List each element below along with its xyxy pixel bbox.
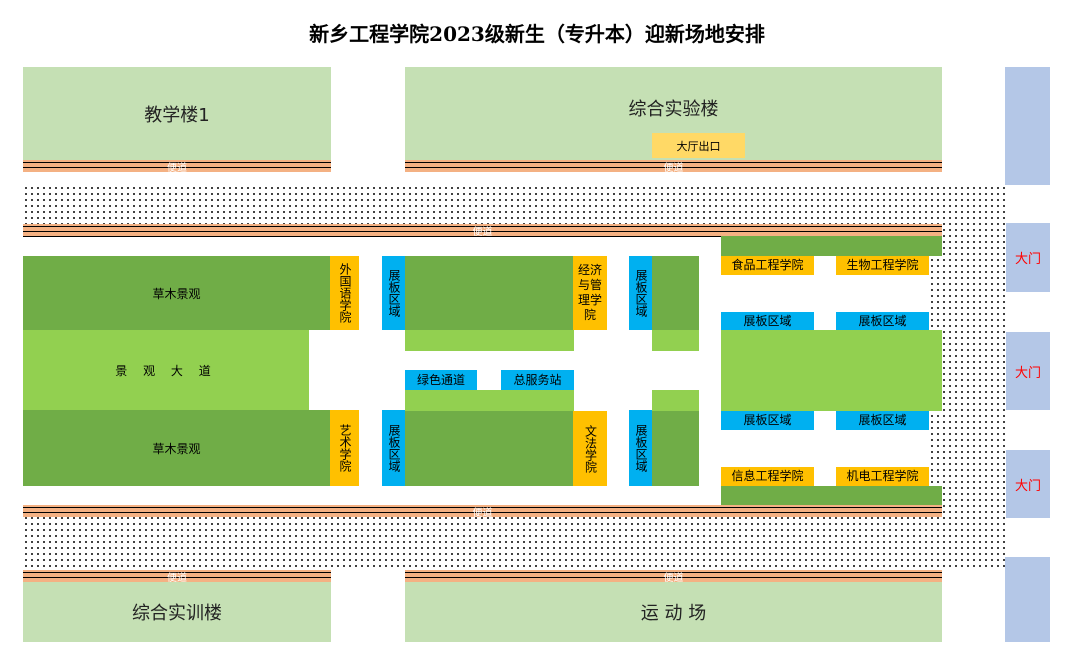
green-channel: 绿色通道 (405, 370, 477, 390)
lawn (721, 330, 942, 411)
grass (721, 236, 942, 256)
lawn (405, 330, 574, 351)
building-training: 综合实训楼 (23, 582, 331, 642)
stadium: 运 动 场 (405, 582, 942, 642)
sidewalk: 便道 (23, 570, 331, 584)
sidewalk: 便道 (405, 160, 942, 174)
college-economics-management: 经济与管理学院 (573, 256, 607, 330)
college-info-engineering: 信息工程学院 (721, 467, 814, 486)
college-art: 艺术学院 (330, 410, 359, 486)
sidewalk: 便道 (23, 505, 942, 519)
hall-exit: 大厅出口 (652, 133, 745, 158)
college-mech-engineering: 机电工程学院 (836, 467, 929, 486)
display-area: 展板区域 (721, 312, 814, 330)
college-law: 文法学院 (573, 411, 607, 486)
main-gate: 大门 (1006, 450, 1050, 518)
grass (652, 256, 699, 330)
building-teaching-1: 教学楼1 (23, 67, 331, 160)
grass (405, 411, 573, 486)
main-gate: 大门 (1006, 332, 1050, 410)
grass-landscape: 草木景观 (23, 410, 330, 486)
college-foreign-languages: 外国语学院 (330, 256, 359, 330)
lawn (652, 330, 699, 351)
grass (721, 486, 942, 505)
sidewalk: 便道 (23, 224, 942, 238)
sidewalk: 便道 (23, 160, 331, 174)
grass-landscape: 草木景观 (23, 256, 330, 330)
page-title: 新乡工程学院2023级新生（专升本）迎新场地安排 (309, 21, 765, 46)
sidewalk: 便道 (405, 570, 942, 584)
college-food-engineering: 食品工程学院 (721, 256, 814, 275)
display-area: 展板区域 (629, 256, 652, 330)
grass (652, 411, 699, 486)
display-area: 展板区域 (382, 256, 405, 330)
main-gate: 大门 (1006, 223, 1050, 292)
lawn (652, 390, 699, 411)
gate-wall (1005, 67, 1050, 185)
landscape-avenue: 景 观 大 道 (23, 330, 309, 410)
display-area: 展板区域 (721, 411, 814, 430)
display-area: 展板区域 (382, 410, 405, 486)
service-station: 总服务站 (501, 370, 574, 390)
display-area: 展板区域 (629, 410, 652, 486)
college-bio-engineering: 生物工程学院 (836, 256, 929, 275)
display-area: 展板区域 (836, 312, 929, 330)
gate-wall (1005, 557, 1050, 642)
display-area: 展板区域 (836, 411, 929, 430)
grass (405, 256, 573, 330)
lawn (405, 390, 574, 411)
